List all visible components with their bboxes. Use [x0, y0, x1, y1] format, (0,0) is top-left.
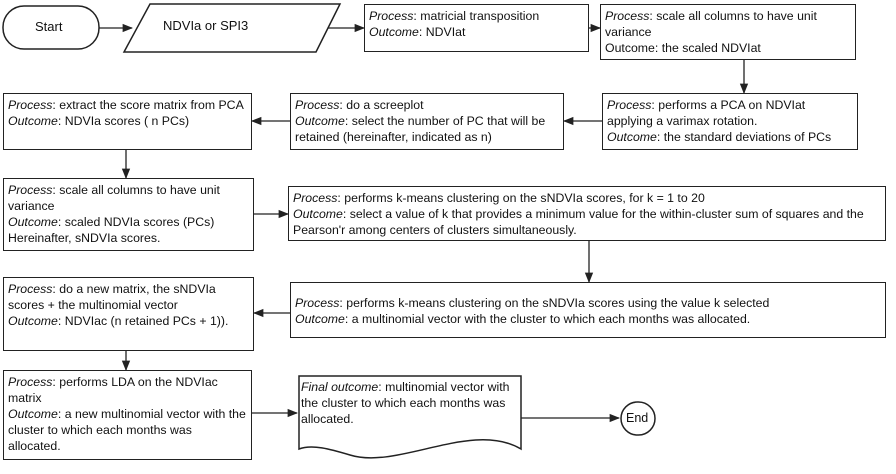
- start-label: Start: [35, 19, 63, 34]
- step-lda: Process: performs LDA on the NDVIac matr…: [3, 370, 252, 460]
- step-kmeans-selected: Process: performs k-means clustering on …: [290, 282, 886, 338]
- step-pca: Process: performs a PCA on NDVIat applyi…: [602, 93, 858, 150]
- step-matricial-transposition: Process: matricial transposition Outcome…: [364, 4, 589, 52]
- input-label: NDVIa or SPI3: [163, 18, 249, 33]
- step-kmeans-range: Process: performs k-means clustering on …: [288, 186, 886, 241]
- end-terminator: [620, 401, 656, 436]
- step-new-matrix: Process: do a new matrix, the sNDVIa sco…: [3, 277, 254, 351]
- step-scale-scores: Process: scale all columns to have unit …: [3, 178, 254, 251]
- step-extract-scores: Process: extract the score matrix from P…: [3, 93, 252, 150]
- input-parallelogram: [122, 3, 342, 53]
- end-label: End: [626, 411, 649, 425]
- final-outcome-text: Final outcome: multinomial vector with t…: [301, 380, 510, 426]
- step-scale-ndviat: Process: scale all columns to have unit …: [600, 4, 856, 60]
- final-outcome-document: [298, 375, 522, 459]
- step-screeplot: Process: do a screeplot Outcome: select …: [290, 93, 564, 150]
